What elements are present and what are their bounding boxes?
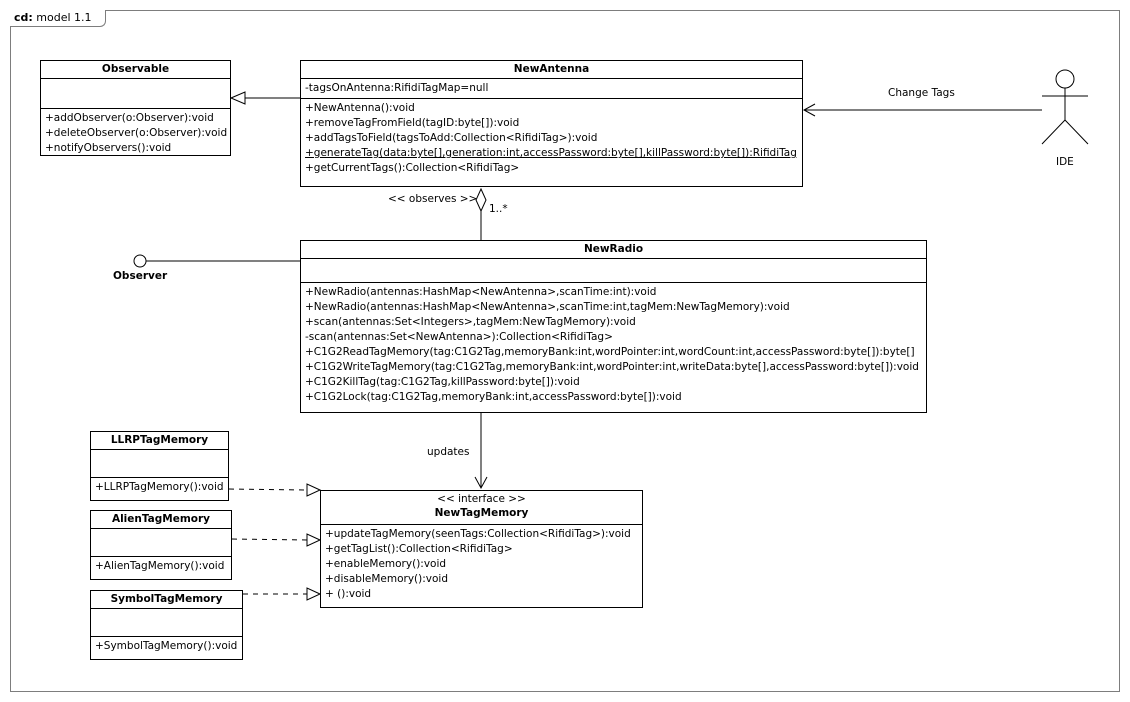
operation: +scan(antennas:Set<Integers>,tagMem:NewT… <box>305 316 636 328</box>
frame-name: model 1.1 <box>36 11 92 24</box>
multiplicity-label: 1..* <box>489 203 508 215</box>
stereotype-observes: << observes >> <box>388 193 478 205</box>
class-new-antenna[interactable]: NewAntenna -tagsOnAntenna:RifidiTagMap=n… <box>300 60 803 187</box>
operation: +notifyObservers():void <box>45 142 172 154</box>
operation: +C1G2Lock(tag:C1G2Tag,memoryBank:int,acc… <box>305 391 682 403</box>
class-alien-tag-memory[interactable]: AlienTagMemory +AlienTagMemory():void <box>90 510 232 580</box>
class-name: LLRPTagMemory <box>91 432 228 450</box>
operations-compartment: +updateTagMemory(seenTags:Collection<Rif… <box>321 525 642 604</box>
attributes-compartment <box>91 609 242 637</box>
class-new-radio[interactable]: NewRadio +NewRadio(antennas:HashMap<NewA… <box>300 240 927 413</box>
class-observable[interactable]: Observable +addObserver(o:Observer):void… <box>40 60 231 156</box>
attribute: -tagsOnAntenna:RifidiTagMap=null <box>305 82 489 94</box>
aggregation-diamond <box>475 187 487 213</box>
operation: +getCurrentTags():Collection<RifidiTag> <box>305 162 520 174</box>
realization-arrowhead-symbol <box>306 587 322 601</box>
operation: +SymbolTagMemory():void <box>95 640 238 652</box>
frame-kind: cd: <box>14 11 33 24</box>
operation: +getTagList():Collection<RifidiTag> <box>325 543 513 555</box>
observer-lollipop-circle <box>133 254 147 268</box>
interface-name: NewTagMemory <box>434 507 529 519</box>
interface-new-tag-memory[interactable]: << interface >> NewTagMemory +updateTagM… <box>320 490 643 608</box>
attributes-compartment <box>91 450 228 478</box>
operation: +C1G2ReadTagMemory(tag:C1G2Tag,memoryBan… <box>305 346 915 358</box>
operations-compartment: +LLRPTagMemory():void <box>91 478 228 497</box>
operation: +addObserver(o:Observer):void <box>45 112 214 124</box>
realization-line-alien <box>231 538 308 541</box>
ide-actor-icon <box>1041 69 1089 145</box>
operation: +LLRPTagMemory():void <box>95 481 224 493</box>
interface-header: << interface >> NewTagMemory <box>321 491 642 525</box>
realization-line-llrp <box>228 488 308 491</box>
class-name: NewAntenna <box>301 61 802 79</box>
operation: -scan(antennas:Set<NewAntenna>):Collecti… <box>305 331 613 343</box>
operations-compartment: +SymbolTagMemory():void <box>91 637 242 656</box>
association-label-change-tags: Change Tags <box>888 87 955 99</box>
operation: +removeTagFromField(tagID:byte[]):void <box>305 117 520 129</box>
static-operation: +generateTag(data:byte[],generation:int,… <box>305 147 797 159</box>
operation: +deleteObserver(o:Observer):void <box>45 127 228 139</box>
operation: +addTagsToField(tagsToAdd:Collection<Rif… <box>305 132 598 144</box>
operation: +NewRadio(antennas:HashMap<NewAntenna>,s… <box>305 301 790 313</box>
realization-arrowhead-llrp <box>306 483 322 497</box>
class-llrp-tag-memory[interactable]: LLRPTagMemory +LLRPTagMemory():void <box>90 431 229 501</box>
realization-arrowhead-alien <box>306 533 322 547</box>
dependency-label-updates: updates <box>427 446 470 458</box>
interface-label-observer: Observer <box>113 270 168 282</box>
operation: +NewAntenna():void <box>305 102 415 114</box>
operation: +updateTagMemory(seenTags:Collection<Rif… <box>325 528 631 540</box>
actor-label-ide: IDE <box>1056 156 1074 168</box>
operations-compartment: +AlienTagMemory():void <box>91 557 231 576</box>
class-name: Observable <box>41 61 230 79</box>
generalization-arrowhead <box>229 91 246 105</box>
attributes-compartment: -tagsOnAntenna:RifidiTagMap=null <box>301 79 802 99</box>
class-name: AlienTagMemory <box>91 511 231 529</box>
operation: + ():void <box>325 588 372 600</box>
attributes-compartment <box>41 79 230 109</box>
operation: +AlienTagMemory():void <box>95 560 225 572</box>
class-name: SymbolTagMemory <box>91 591 242 609</box>
diagram-frame <box>10 10 1120 692</box>
operation: +enableMemory():void <box>325 558 447 570</box>
operation: +disableMemory():void <box>325 573 448 585</box>
operation: +C1G2KillTag(tag:C1G2Tag,killPassword:by… <box>305 376 580 388</box>
class-symbol-tag-memory[interactable]: SymbolTagMemory +SymbolTagMemory():void <box>90 590 243 660</box>
interface-stereotype: << interface >> <box>437 493 526 505</box>
operations-compartment: +NewRadio(antennas:HashMap<NewAntenna>,s… <box>301 283 926 407</box>
association-arrowhead <box>802 103 816 117</box>
attributes-compartment <box>301 259 926 283</box>
attributes-compartment <box>91 529 231 557</box>
class-name: NewRadio <box>301 241 926 259</box>
operations-compartment: +addObserver(o:Observer):void +deleteObs… <box>41 109 230 158</box>
operation: +C1G2WriteTagMemory(tag:C1G2Tag,memoryBa… <box>305 361 919 373</box>
updates-arrowhead <box>474 476 488 490</box>
operations-compartment: +NewAntenna():void +removeTagFromField(t… <box>301 99 802 178</box>
frame-title: cd: model 1.1 <box>10 10 106 27</box>
operation: +NewRadio(antennas:HashMap<NewAntenna>,s… <box>305 286 657 298</box>
